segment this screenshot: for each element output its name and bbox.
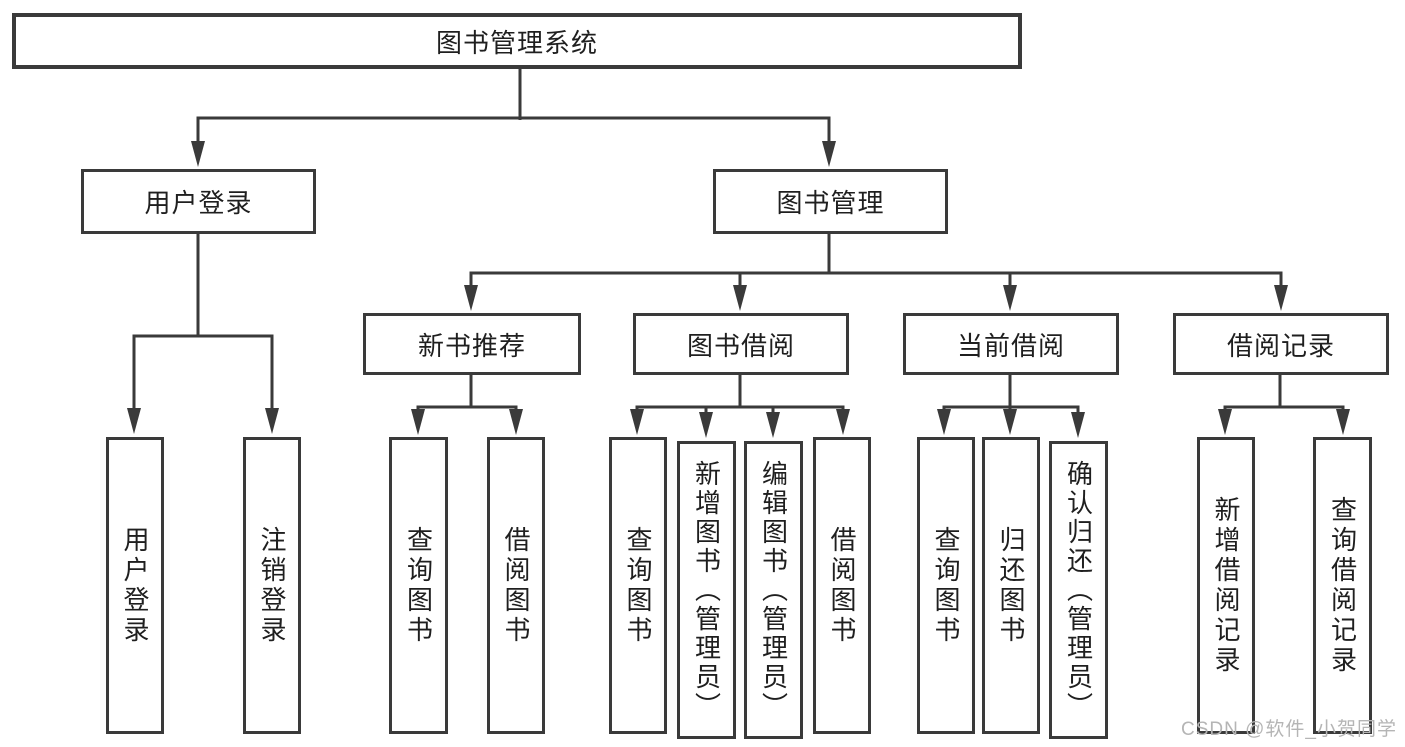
node-label: 注销登录 — [257, 525, 287, 646]
arrowheads — [127, 141, 1350, 438]
node-label: 用户登录 — [120, 525, 150, 646]
node-leaf-query-books-recommend: 查询图书 — [389, 437, 448, 734]
node-label: 图书管理 — [776, 188, 885, 218]
node-user-login: 用户登录 — [81, 169, 316, 234]
node-label: 查询图书 — [403, 525, 434, 646]
node-label: 新增图书（管理员） — [691, 459, 722, 721]
node-label: 图书借阅 — [686, 330, 795, 361]
node-label: 用户登录 — [144, 188, 253, 218]
node-label: 查询借阅记录 — [1327, 495, 1358, 676]
node-label: 新增借阅记录 — [1211, 495, 1241, 676]
node-borrow-records: 借阅记录 — [1173, 313, 1389, 375]
node-label: 借阅记录 — [1226, 330, 1335, 361]
node-label: 借阅图书 — [501, 525, 531, 646]
node-library-management-system: 图书管理系统 — [12, 13, 1022, 69]
node-leaf-borrow-books: 借阅图书 — [813, 437, 871, 734]
node-label: 归还图书 — [996, 525, 1026, 646]
node-current-borrowing: 当前借阅 — [903, 313, 1119, 375]
node-label: 查询图书 — [623, 525, 653, 646]
node-leaf-add-books-admin: 新增图书（管理员） — [677, 441, 736, 739]
node-leaf-user-login: 用户登录 — [106, 437, 164, 734]
node-leaf-return-books: 归还图书 — [982, 437, 1040, 734]
node-leaf-logout: 注销登录 — [243, 437, 301, 734]
node-leaf-query-books-current: 查询图书 — [917, 437, 975, 734]
node-book-management: 图书管理 — [713, 169, 948, 234]
node-book-borrowing: 图书借阅 — [633, 313, 849, 375]
node-leaf-query-books-borrowing: 查询图书 — [609, 437, 667, 734]
node-label: 新书推荐 — [417, 330, 526, 361]
node-leaf-query-borrow-record: 查询借阅记录 — [1313, 437, 1372, 734]
node-label: 编辑图书（管理员） — [758, 459, 789, 721]
node-label: 确认归还（管理员） — [1063, 459, 1094, 721]
node-leaf-edit-books-admin: 编辑图书（管理员） — [744, 441, 803, 739]
csdn-watermark: CSDN @软件_小贺同学 — [1181, 719, 1397, 740]
node-label: 当前借阅 — [956, 330, 1065, 361]
node-new-book-recommend: 新书推荐 — [363, 313, 581, 375]
node-label: 查询图书 — [931, 525, 961, 646]
node-label: 借阅图书 — [827, 525, 857, 646]
node-label: 图书管理系统 — [435, 27, 598, 58]
node-leaf-borrow-books-recommend: 借阅图书 — [487, 437, 545, 734]
node-leaf-confirm-return-admin: 确认归还（管理员） — [1049, 441, 1108, 739]
node-leaf-add-borrow-record: 新增借阅记录 — [1197, 437, 1255, 734]
